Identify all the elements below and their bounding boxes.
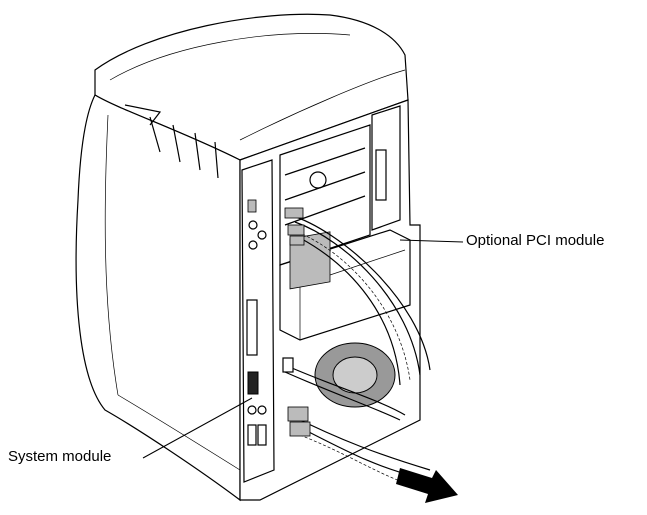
cables [284, 214, 431, 486]
system-module-label: System module [8, 448, 112, 465]
system-module [241, 159, 275, 483]
system-module-leader-line [142, 397, 253, 459]
pci-module-leader-line [399, 239, 464, 243]
chassis-side [75, 94, 241, 502]
direction-arrow-icon [396, 468, 458, 503]
pci-module-label: Optional PCI module [466, 232, 605, 249]
